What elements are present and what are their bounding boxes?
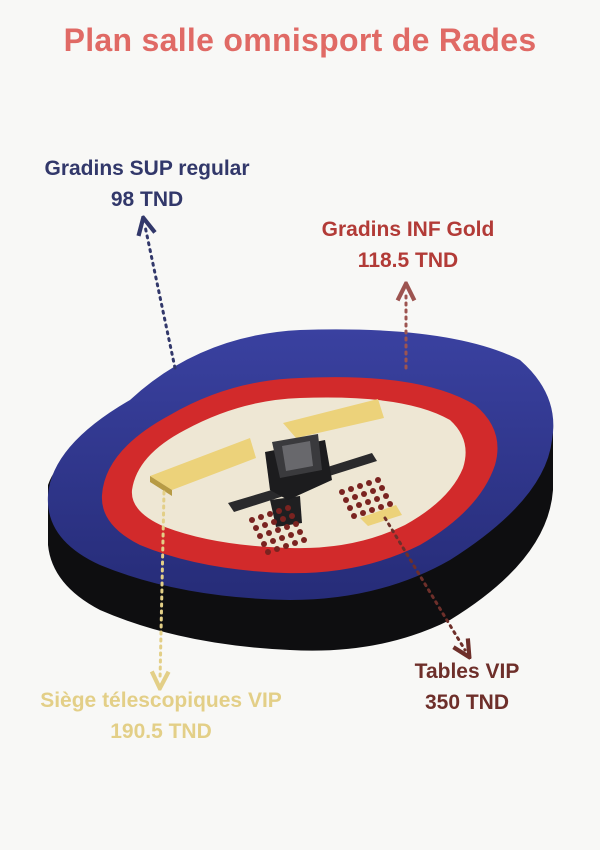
gradins-inf-name: Gradins INF Gold (321, 218, 495, 241)
label-gradins-inf: Gradins INF Gold 118.5 TND (293, 214, 523, 276)
gradins-sup-name: Gradins SUP regular (44, 157, 250, 180)
page-title: Plan salle omnisport de Rades (63, 22, 537, 58)
tables-vip-price: 350 TND (424, 691, 510, 714)
arrow-gradins-sup (145, 226, 177, 370)
gradins-sup-price: 98 TND (110, 188, 184, 211)
telescopiques-name: Siège télescopiques VIP (40, 689, 282, 712)
gradins-inf-price: 118.5 TND (357, 249, 459, 272)
arrow-tables-vip (383, 516, 465, 650)
vip-tables (249, 477, 393, 555)
arrow-telescopiques (160, 490, 164, 680)
telescopic-seats (150, 399, 402, 526)
label-telescopiques: Siège télescopiques VIP 190.5 TND (10, 685, 312, 747)
telescopiques-price: 190.5 TND (110, 720, 212, 743)
central-stage (228, 434, 377, 527)
label-tables-vip: Tables VIP 350 TND (392, 656, 542, 718)
tables-vip-name: Tables VIP (414, 660, 520, 683)
label-gradins-sup: Gradins SUP regular 98 TND (18, 153, 276, 215)
